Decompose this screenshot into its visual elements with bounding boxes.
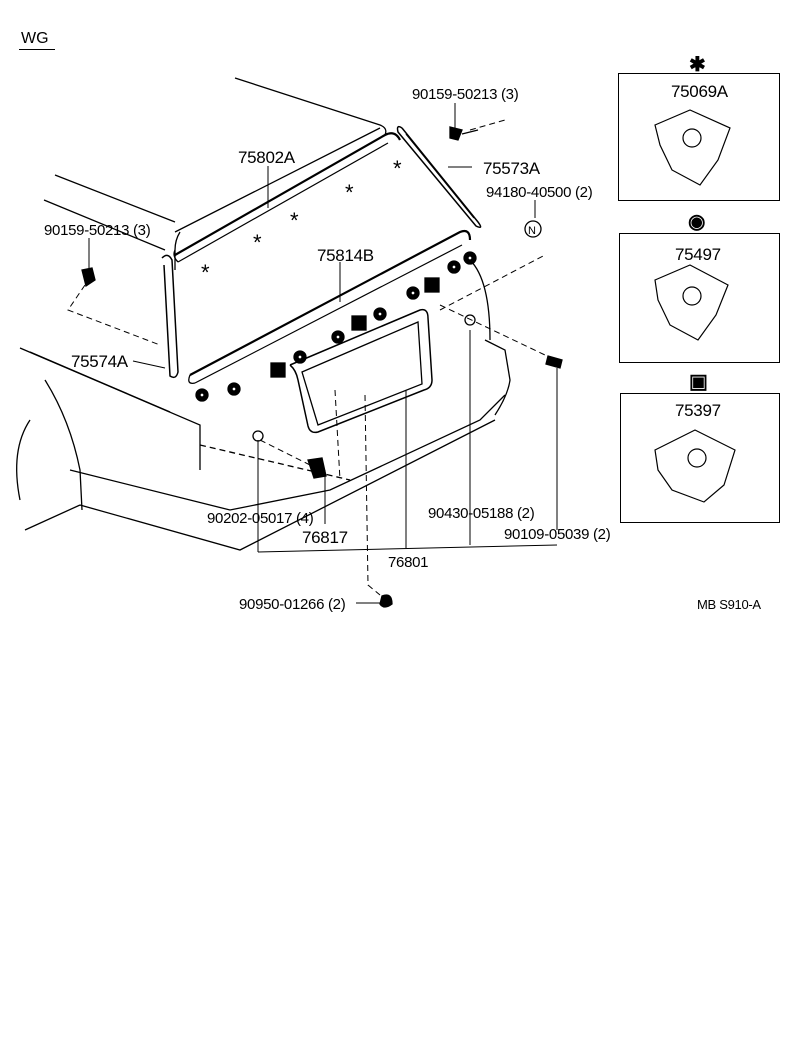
legend-box-75069A: 75069A bbox=[618, 73, 780, 201]
legend-box-75497: 75497 bbox=[619, 233, 780, 363]
molding-75574A bbox=[161, 254, 179, 379]
fasteners: N bbox=[81, 126, 563, 608]
callout-75814B: 75814B bbox=[317, 246, 374, 265]
molding-75814B bbox=[188, 229, 472, 384]
license-plate-recess bbox=[289, 308, 433, 434]
callout-90159-50213-top: 90159-50213 (3) bbox=[412, 86, 519, 103]
assembly-dash-lines bbox=[67, 119, 546, 596]
svg-text:*: * bbox=[290, 208, 299, 233]
diagram-reference: MB S910-A bbox=[697, 597, 761, 612]
model-code: WG bbox=[21, 30, 49, 47]
svg-text:*: * bbox=[201, 260, 210, 285]
asterisk-icon: ✱ bbox=[689, 54, 706, 76]
model-code-underline bbox=[19, 49, 55, 50]
callout-94180-40500: 94180-40500 (2) bbox=[486, 184, 593, 201]
callout-76801: 76801 bbox=[388, 554, 429, 571]
clip-markers-75069A: * * * * * bbox=[201, 156, 402, 285]
callout-75802A: 75802A bbox=[238, 148, 295, 167]
clip-markers-75397 bbox=[270, 277, 440, 378]
callout-75573A: 75573A bbox=[483, 159, 540, 178]
callout-90109-05039: 90109-05039 (2) bbox=[504, 526, 611, 543]
molding-75802A bbox=[173, 132, 401, 263]
leader-lines bbox=[88, 103, 558, 604]
legend-part-75069A: 75069A bbox=[671, 82, 728, 101]
legend-part-75397: 75397 bbox=[675, 401, 721, 420]
ring-icon: ◉ bbox=[688, 211, 706, 233]
legend-box-75397: 75397 bbox=[620, 393, 780, 523]
callout-76817: 76817 bbox=[302, 528, 348, 547]
legend-part-75497: 75497 bbox=[675, 245, 721, 264]
square-icon: ▣ bbox=[689, 371, 708, 393]
svg-text:*: * bbox=[345, 180, 354, 205]
legend-clip-drawings bbox=[654, 109, 736, 503]
vehicle-body-outline bbox=[16, 77, 511, 551]
clip-markers-75497 bbox=[195, 251, 477, 402]
callout-90430-05188: 90430-05188 (2) bbox=[428, 505, 535, 522]
callout-75574A: 75574A bbox=[71, 352, 128, 371]
svg-text:*: * bbox=[253, 230, 262, 255]
svg-text:*: * bbox=[393, 156, 402, 181]
callout-90159-50213-left: 90159-50213 (3) bbox=[44, 222, 151, 239]
molding-75573A bbox=[396, 125, 482, 229]
svg-text:N: N bbox=[528, 225, 536, 237]
callout-90950-01266: 90950-01266 (2) bbox=[239, 596, 346, 613]
callout-90202-05017: 90202-05017 (4) bbox=[207, 510, 314, 527]
